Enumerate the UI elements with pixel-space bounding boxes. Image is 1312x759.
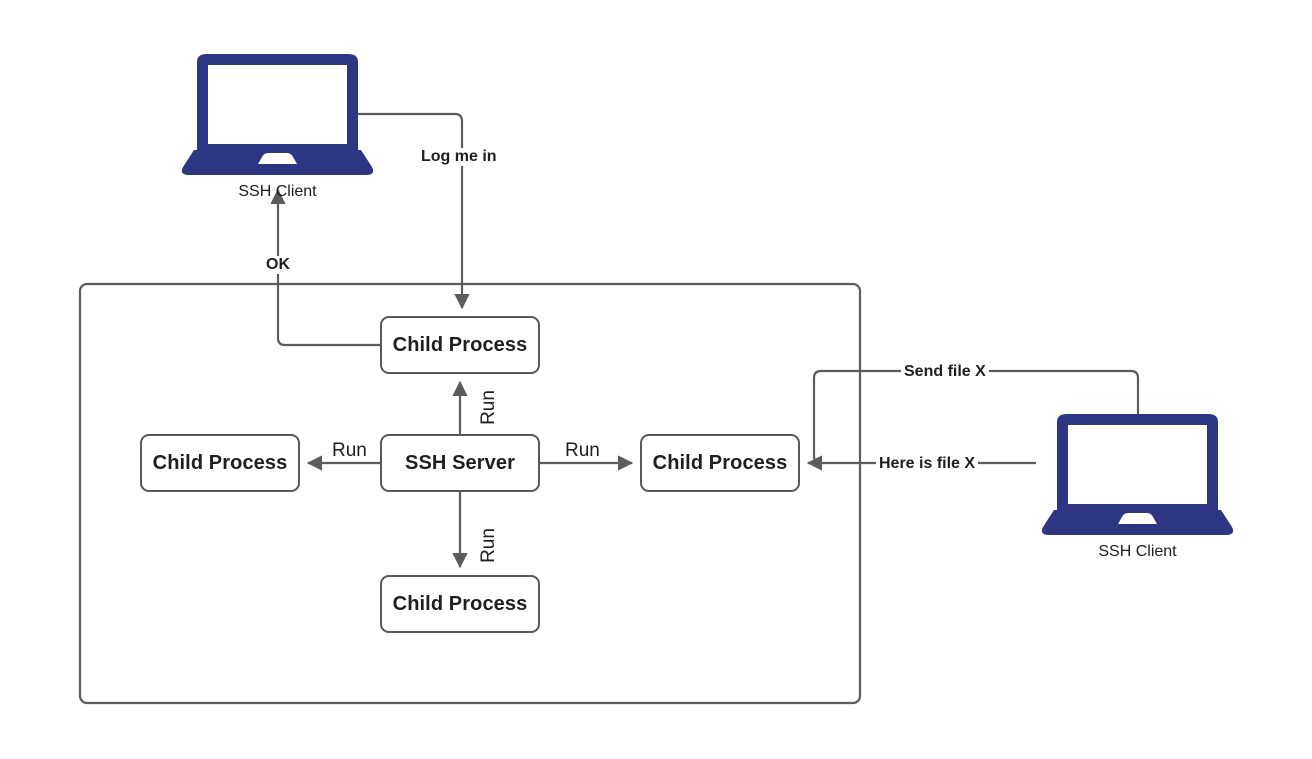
laptop-caption-ssh-client-right: SSH Client bbox=[1098, 543, 1177, 560]
laptop-icon bbox=[181, 54, 374, 175]
laptop-icon-ssh-client-right[interactable]: SSH Client bbox=[1040, 414, 1235, 560]
edge-label-run-top: Run bbox=[477, 388, 499, 427]
edge-label-send-file-x: Send file X bbox=[901, 363, 989, 381]
wire-ok bbox=[270, 188, 380, 347]
laptop-icon bbox=[1041, 414, 1234, 535]
edge-label-ok: OK bbox=[263, 256, 293, 274]
node-child-process-bottom[interactable]: Child Process bbox=[380, 575, 540, 633]
node-child-process-top[interactable]: Child Process bbox=[380, 316, 540, 374]
laptop-icon-ssh-client-top[interactable]: SSH Client bbox=[180, 54, 375, 200]
edge-label-here-is-file-x: Here is file X bbox=[876, 455, 979, 473]
edge-label-run-left: Run bbox=[330, 440, 369, 461]
edge-label-run-bottom: Run bbox=[477, 526, 499, 565]
host-boundary-rect bbox=[78, 282, 862, 705]
node-child-process-left[interactable]: Child Process bbox=[140, 434, 300, 492]
edge-label-log-me-in: Log me in bbox=[418, 148, 500, 166]
node-ssh-server[interactable]: SSH Server bbox=[380, 434, 540, 492]
laptop-caption-ssh-client-top: SSH Client bbox=[238, 183, 317, 200]
node-child-process-right[interactable]: Child Process bbox=[640, 434, 800, 492]
wire-log-me-in bbox=[356, 112, 470, 310]
edge-label-run-right: Run bbox=[563, 440, 602, 461]
